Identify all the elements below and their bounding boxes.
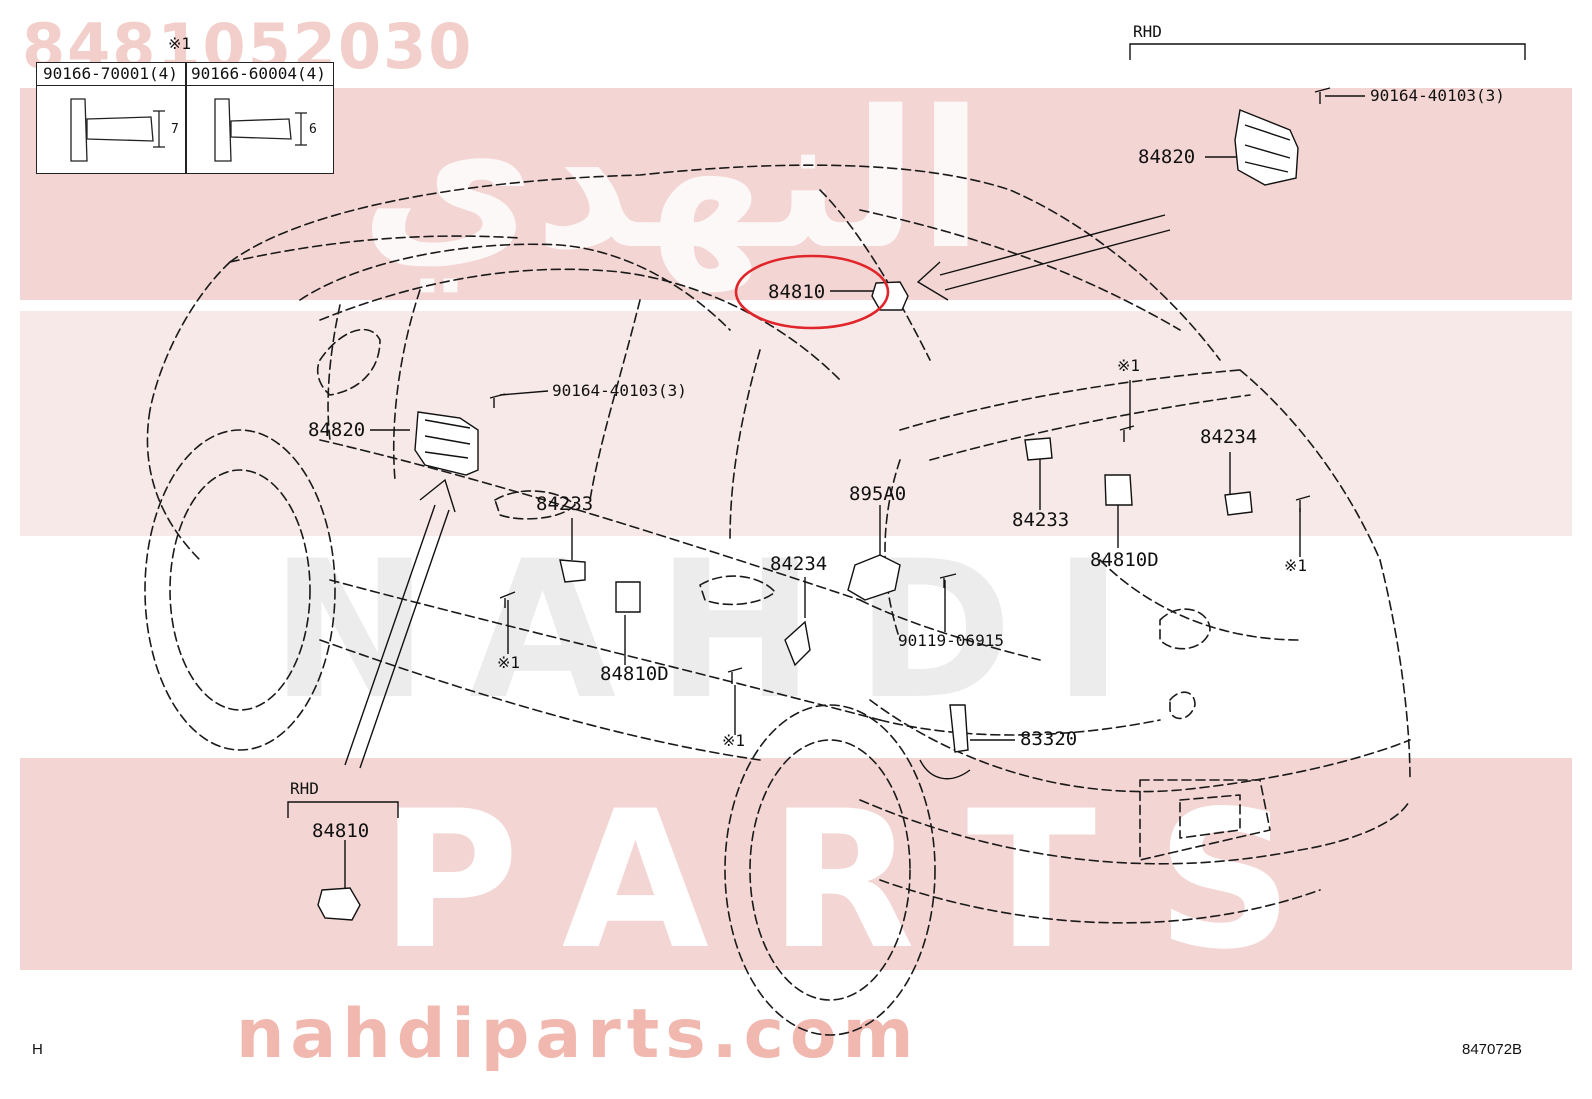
watermark-brand-nahdi: NAHDI — [270, 520, 1164, 741]
inset-bolt-2-dim: 6 — [309, 122, 317, 137]
rhd-bottom-part-label: 84810 — [312, 820, 370, 842]
watermark-arabic-brand: النهدي — [360, 70, 984, 291]
callout-84810d-rear: 84810D — [1090, 549, 1159, 571]
callout-84233-front: 84233 — [536, 493, 594, 515]
callout-84233-rear: 84233 — [1012, 509, 1070, 531]
watermark-band-bottom — [20, 758, 1572, 970]
inset-bolt-1-dim: 7 — [171, 122, 179, 137]
callout-84234-rear: 84234 — [1200, 426, 1258, 448]
footer-left-code: H — [32, 1041, 43, 1058]
inset-bolt-1-icon — [70, 98, 165, 162]
callout-84810-circled: 84810 — [768, 281, 826, 303]
callout-marker-rear-door: ※1 — [722, 731, 746, 750]
watermark-brand-parts: PARTS — [380, 770, 1354, 991]
callout-marker-rear-side: ※1 — [1284, 556, 1308, 575]
watermark-band-mid — [20, 311, 1572, 536]
footer-illustration-id: 847072B — [1462, 1041, 1523, 1058]
callout-84810d-front: 84810D — [600, 663, 669, 685]
inset-marker: ※1 — [168, 34, 192, 53]
rhd-top-title: RHD — [1133, 22, 1162, 41]
callout-83320: 83320 — [1020, 728, 1078, 750]
callout-90119-06915: 90119-06915 — [898, 631, 1004, 650]
callout-front-bolt: 90164-40103(3) — [552, 381, 687, 400]
inset-bolt-1-label: 90166-70001(4) — [43, 64, 178, 83]
callout-marker-rear-top: ※1 — [1117, 356, 1141, 375]
callout-895a0: 895A0 — [849, 483, 907, 505]
bolt-inset-box: 90166-70001(4) 90166-60004(4) 7 6 — [36, 62, 334, 174]
inset-bolt-2-icon — [214, 98, 307, 162]
watermark-site: nahdiparts.com — [236, 995, 920, 1074]
callout-84820-front: 84820 — [308, 419, 366, 441]
rhd-top-part-label: 84820 — [1138, 146, 1196, 168]
callout-84234-front: 84234 — [770, 553, 828, 575]
rhd-bottom-title: RHD — [290, 779, 319, 798]
callout-marker-front: ※1 — [497, 653, 521, 672]
rhd-top-bolt-label: 90164-40103(3) — [1370, 86, 1505, 105]
inset-bolt-2-label: 90166-60004(4) — [191, 64, 326, 83]
